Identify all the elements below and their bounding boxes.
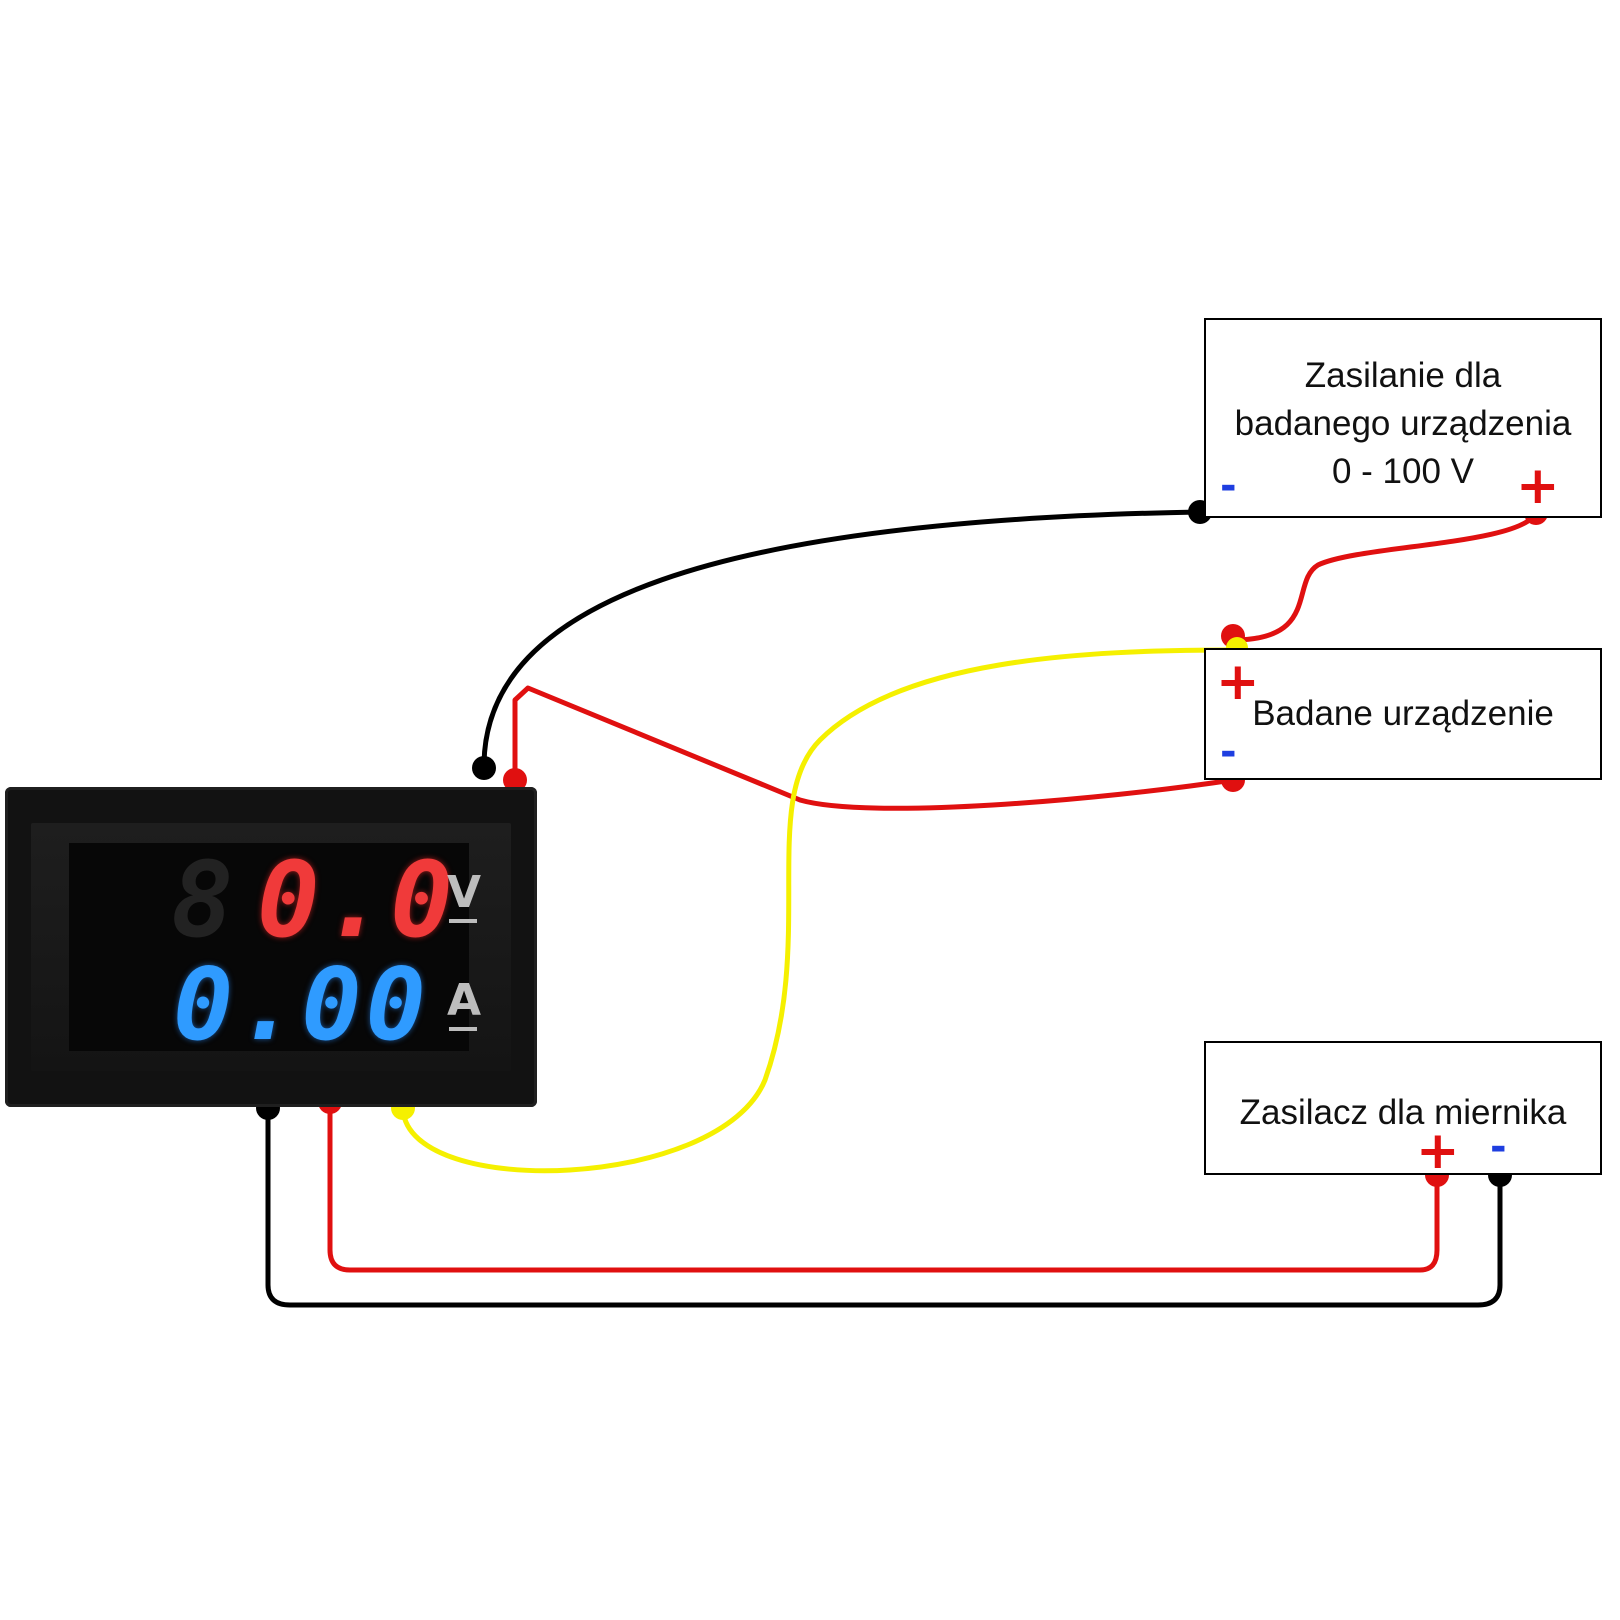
- current-reading: 0.00: [173, 946, 430, 1063]
- meter-supply-plus-sign: +: [1416, 1121, 1460, 1181]
- current-unit-dc-mark: [449, 1027, 477, 1031]
- power-supply-plus-sign: +: [1516, 456, 1560, 516]
- wire-yellow-device-plus: [400, 647, 1236, 1174]
- voltage-unit: V: [447, 867, 482, 918]
- wire-black-meter-minus: [265, 1105, 1503, 1308]
- voltage-reading: 0.0: [257, 839, 457, 961]
- meter-bevel: 8 0.0 0.00 V A: [31, 823, 511, 1071]
- meter-ghost-digit: 8: [171, 839, 238, 961]
- device-under-test-label: Badane urządzenie: [1252, 694, 1554, 733]
- power-supply-minus-sign: -: [1220, 463, 1237, 509]
- wire-black-supply-minus: [481, 509, 1203, 769]
- device-under-test-box: Badane urządzenie + -: [1204, 648, 1602, 780]
- meter-power-supply-box: Zasilacz dla miernika + -: [1204, 1041, 1602, 1181]
- power-supply-device-label: Zasilanie dla badanego urządzenia 0 - 10…: [1234, 356, 1572, 491]
- current-unit: A: [447, 975, 482, 1026]
- device-plus-sign: +: [1216, 652, 1260, 712]
- wire-red-supply-plus: [1230, 510, 1539, 643]
- device-minus-sign: -: [1220, 729, 1237, 775]
- meter-supply-minus-sign: -: [1490, 1124, 1507, 1170]
- wire-red-meter-plus: [327, 1099, 1440, 1273]
- voltage-unit-dc-mark: [449, 919, 477, 923]
- meter-display: 8 0.0 0.00 V A: [69, 839, 481, 1055]
- terminal-meter-top-red: [503, 768, 527, 792]
- meter-power-supply-label: Zasilacz dla miernika: [1239, 1093, 1567, 1132]
- power-supply-device-box: Zasilanie dla badanego urządzenia 0 - 10…: [1204, 318, 1602, 518]
- wire-red-device-minus: [512, 685, 1236, 811]
- terminal-meter-top-black: [472, 756, 496, 780]
- volt-amp-meter: 8 0.0 0.00 V A: [5, 787, 537, 1107]
